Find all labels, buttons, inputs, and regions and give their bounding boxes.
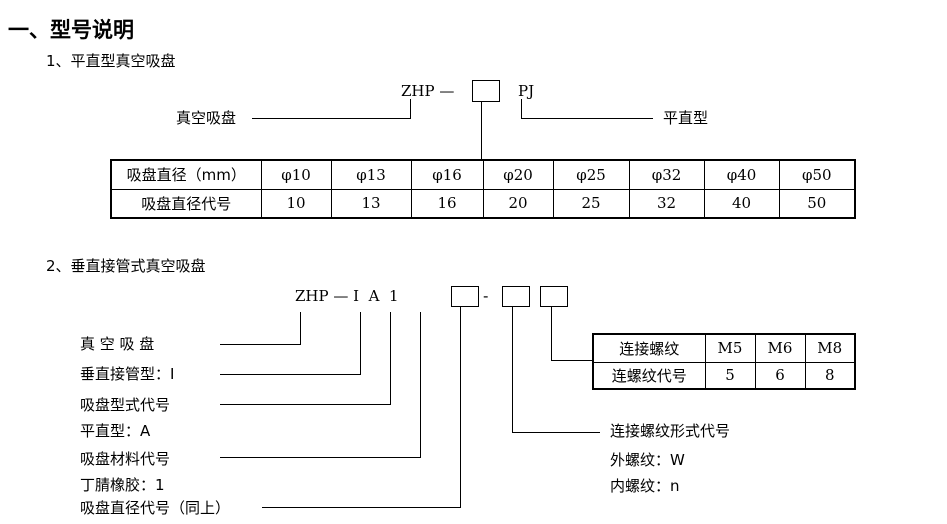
section1-box-leader: [481, 102, 482, 160]
diameter-cell: φ40: [703, 159, 780, 190]
diameter-cell: φ32: [628, 159, 705, 190]
thread-form-title: 连接螺纹形式代号: [610, 422, 731, 440]
section1-model-prefix: ZHP —: [401, 82, 455, 100]
section1-left-leader-vertical: [410, 99, 411, 119]
diameter-cell: φ25: [552, 159, 630, 190]
thread-code-cell: 5: [704, 361, 756, 390]
diameter-cell: φ10: [260, 159, 332, 190]
label-vacuum-cup: 真 空 吸 盘: [80, 335, 155, 353]
section1-right-leader-vertical: [521, 99, 522, 119]
diameter-code-cell: 13: [330, 188, 412, 219]
leader-i-vertical: [360, 312, 361, 375]
section1-right-leader-horizontal: [521, 118, 653, 119]
diameter-code-cell: 16: [410, 188, 484, 219]
label-vertical-pipe-type: 垂直接管型：I: [80, 365, 175, 383]
leader-thread-form-horizontal: [512, 432, 600, 433]
diameter-code-cell: 40: [703, 188, 780, 219]
section1-label-vacuum-cup: 真空吸盘: [176, 109, 237, 127]
section1-title: 1、平直型真空吸盘: [46, 52, 176, 70]
diameter-code-cell: 10: [260, 188, 332, 219]
diameter-cell: φ50: [778, 159, 856, 190]
section2-model-prefix: ZHP — I A 1: [295, 287, 399, 305]
section1-code-box: [472, 80, 500, 102]
section2-thread-size-box: [540, 286, 568, 307]
diameter-table-header-mm: 吸盘直径（mm）: [110, 159, 262, 190]
diameter-cell: φ20: [482, 159, 554, 190]
diameter-code-cell: 50: [778, 188, 856, 219]
diameter-table-row-code: 吸盘直径代号 10 13 16 20 25 32 40 50: [110, 188, 856, 219]
leader-a-horizontal: [220, 404, 391, 405]
section2-thread-form-box: [502, 286, 530, 307]
leader-zhp-horizontal: [220, 344, 301, 345]
label-flat-type-a: 平直型：A: [80, 422, 151, 440]
thread-code-cell: 8: [804, 361, 856, 390]
thread-code-cell: 6: [754, 361, 806, 390]
label-cup-form-code: 吸盘型式代号: [80, 396, 171, 414]
section1-label-flat-type: 平直型: [663, 109, 709, 127]
leader-zhp-vertical: [300, 312, 301, 345]
thread-size-cell: M8: [804, 333, 856, 363]
leader-diameter-horizontal: [262, 507, 461, 508]
page-heading: 一、型号说明: [8, 18, 134, 42]
thread-form-external: 外螺纹：W: [610, 451, 685, 469]
section2-dash: -: [483, 287, 489, 305]
diameter-code-cell: 25: [552, 188, 630, 219]
diameter-table: 吸盘直径（mm） φ10 φ13 φ16 φ20 φ25 φ32 φ40 φ50…: [110, 159, 856, 219]
section2-diameter-box: [451, 286, 479, 307]
thread-table-header-code: 连螺纹代号: [592, 361, 706, 390]
thread-table-header-size: 连接螺纹: [592, 333, 706, 363]
thread-table: 连接螺纹 M5 M6 M8 连螺纹代号 5 6 8: [592, 333, 856, 390]
leader-1-horizontal: [220, 457, 421, 458]
thread-table-row-size: 连接螺纹 M5 M6 M8: [592, 333, 856, 363]
section2-title: 2、垂直接管式真空吸盘: [46, 257, 206, 275]
thread-form-internal: 内螺纹：n: [610, 477, 680, 495]
diameter-table-header-code: 吸盘直径代号: [110, 188, 262, 219]
leader-thread-form-vertical: [512, 307, 513, 433]
leader-i-horizontal: [220, 374, 361, 375]
section1-model-suffix: PJ: [518, 82, 535, 100]
diameter-cell: φ16: [410, 159, 484, 190]
label-cup-material-code: 吸盘材料代号: [80, 450, 171, 468]
leader-thread-size-horizontal: [551, 360, 593, 361]
thread-size-cell: M6: [754, 333, 806, 363]
leader-a-vertical: [390, 312, 391, 405]
thread-table-row-code: 连螺纹代号 5 6 8: [592, 361, 856, 390]
label-cup-diameter-code: 吸盘直径代号（同上）: [80, 499, 231, 517]
leader-diameter-vertical: [460, 307, 461, 508]
label-nitrile-rubber: 丁腈橡胶：1: [80, 476, 165, 494]
leader-thread-size-vertical: [551, 307, 552, 361]
section1-left-leader-horizontal: [252, 118, 411, 119]
diameter-code-cell: 20: [482, 188, 554, 219]
diameter-table-row-mm: 吸盘直径（mm） φ10 φ13 φ16 φ20 φ25 φ32 φ40 φ50: [110, 159, 856, 190]
diameter-code-cell: 32: [628, 188, 705, 219]
diameter-cell: φ13: [330, 159, 412, 190]
leader-1-vertical: [420, 312, 421, 458]
thread-size-cell: M5: [704, 333, 756, 363]
